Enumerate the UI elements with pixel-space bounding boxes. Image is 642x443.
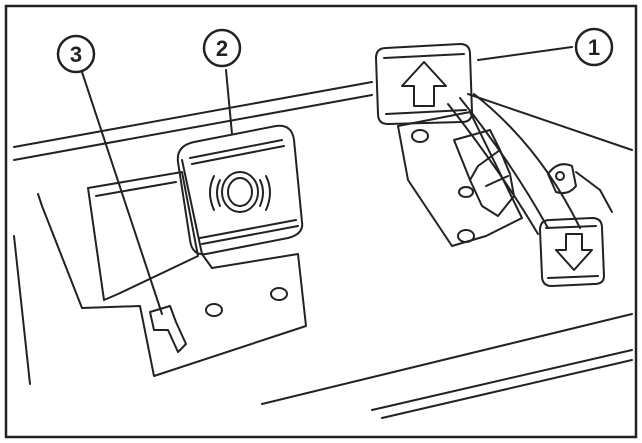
horn-pad [176,124,304,256]
floor-line [13,235,31,385]
recess-inner [87,171,199,301]
mount-hole [457,229,475,243]
cable [473,93,581,229]
mount-hole [270,287,288,301]
frame-border [4,4,638,439]
release-latch [149,305,187,353]
callout-1: 1 [574,27,614,67]
mount-hole [205,303,223,317]
callout-3-label: 3 [70,42,82,67]
callout-1-label: 1 [588,35,600,60]
leader-line-1 [477,46,573,61]
cable-channel [453,129,515,217]
callout-2-label: 2 [216,36,228,61]
up-pedal [375,43,473,125]
callout-3: 3 [56,34,96,74]
mount-hole [458,186,474,198]
arrow-up-icon [401,61,447,107]
floor-line [261,313,633,405]
right-rail [467,93,633,151]
down-pedal [539,217,605,287]
cable [447,103,539,235]
mount-hole [411,129,429,143]
callout-2: 2 [202,28,242,68]
floor-line [371,349,633,411]
leader-line-3 [81,71,163,315]
housing-outline [37,159,307,377]
arrow-down-icon [555,233,593,271]
horn-icon [209,171,271,213]
floor-line [381,359,633,419]
top-rail [13,81,373,161]
leader-line-2 [225,69,233,135]
